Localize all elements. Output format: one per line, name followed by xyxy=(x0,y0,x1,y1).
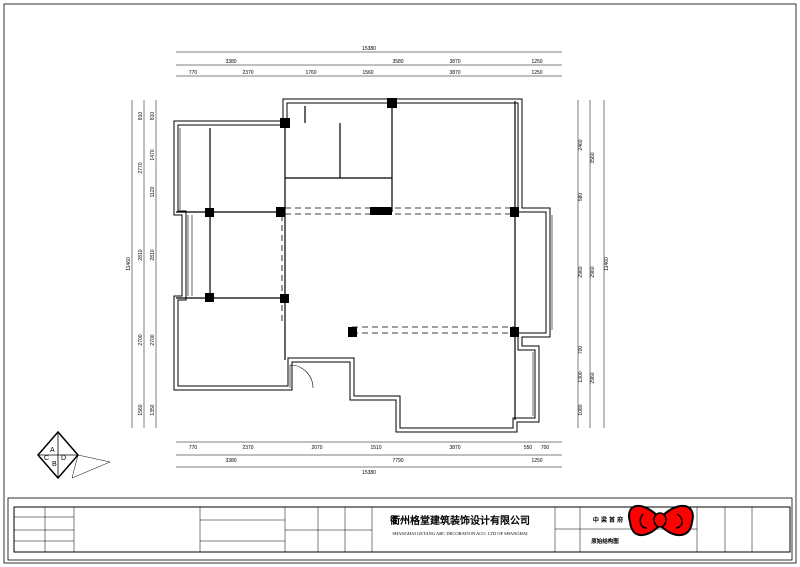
red-bow-sticker xyxy=(628,504,694,537)
dim-label: 2700 xyxy=(138,334,144,345)
dim-label: 700 xyxy=(578,346,584,355)
dim-label: 700 xyxy=(541,445,550,451)
dim-label: 11460 xyxy=(604,257,610,271)
dim-label: 1250 xyxy=(531,458,542,464)
title-block xyxy=(7,497,793,561)
dim-label: 3870 xyxy=(449,59,460,65)
company-name-en: SHANGHAI GETANG ARC DECORATION ACO. LTD … xyxy=(392,531,528,536)
dim-label: 2810 xyxy=(138,249,144,260)
dim-label: 3870 xyxy=(449,445,460,451)
dim-top-total: 15380 xyxy=(362,46,376,52)
dim-label: 2070 xyxy=(311,445,322,451)
dimension-labels: 15380 3380 3580 3870 1250 770 2370 1760 … xyxy=(126,46,610,476)
dim-label: 2460 xyxy=(578,139,584,150)
compass-letter: D xyxy=(61,455,66,462)
dim-label: 2960 xyxy=(578,266,584,277)
dim-label: 3560 xyxy=(590,152,596,163)
dim-left-total: 11460 xyxy=(126,257,132,271)
dim-label: 580 xyxy=(578,193,584,202)
walls xyxy=(173,98,553,433)
dim-label: 1560 xyxy=(362,70,373,76)
dim-label: 1510 xyxy=(370,445,381,451)
dimension-lines xyxy=(131,51,605,468)
compass-letter: C xyxy=(44,455,49,462)
sheet-border xyxy=(3,3,797,564)
dim-label: 1250 xyxy=(531,70,542,76)
dim-label: 1470 xyxy=(150,149,156,160)
dim-label: 2960 xyxy=(590,372,596,383)
dim-label: 1080 xyxy=(578,404,584,415)
dim-label: 770 xyxy=(189,70,198,76)
dim-label: 2370 xyxy=(242,445,253,451)
dim-label: 770 xyxy=(189,445,198,451)
dim-label: 810 xyxy=(138,112,144,121)
dim-label: 2960 xyxy=(590,266,596,277)
dim-label: 1120 xyxy=(150,186,156,197)
dim-label: 1560 xyxy=(138,404,144,415)
dim-label: 1300 xyxy=(578,371,584,382)
dim-label: 3580 xyxy=(392,59,403,65)
compass-symbol: A B C D xyxy=(37,430,111,480)
dim-label: 3870 xyxy=(449,70,460,76)
project-name: 中 梁 首 府 xyxy=(593,516,623,524)
dim-label: 3380 xyxy=(225,59,236,65)
dim-label: 2700 xyxy=(150,334,156,345)
dim-label: 1350 xyxy=(150,404,156,415)
compass-letter: B xyxy=(52,461,57,468)
dim-label: 1760 xyxy=(305,70,316,76)
dim-label: 1250 xyxy=(531,59,542,65)
dim-bottom-total: 15380 xyxy=(362,470,376,476)
dim-label: 2810 xyxy=(150,249,156,260)
dim-label: 2770 xyxy=(138,162,144,173)
dim-label: 7790 xyxy=(392,458,403,464)
structural-columns xyxy=(205,98,519,337)
dim-label: 2370 xyxy=(242,70,253,76)
company-name-cn: 衢州格堂建筑装饰设计有限公司 xyxy=(390,514,530,527)
dim-label: 3380 xyxy=(225,458,236,464)
compass-letter: A xyxy=(50,447,55,454)
dim-label: 550 xyxy=(524,445,533,451)
drawing-name: 原始结构图 xyxy=(591,537,619,545)
dim-label: 810 xyxy=(150,112,156,121)
